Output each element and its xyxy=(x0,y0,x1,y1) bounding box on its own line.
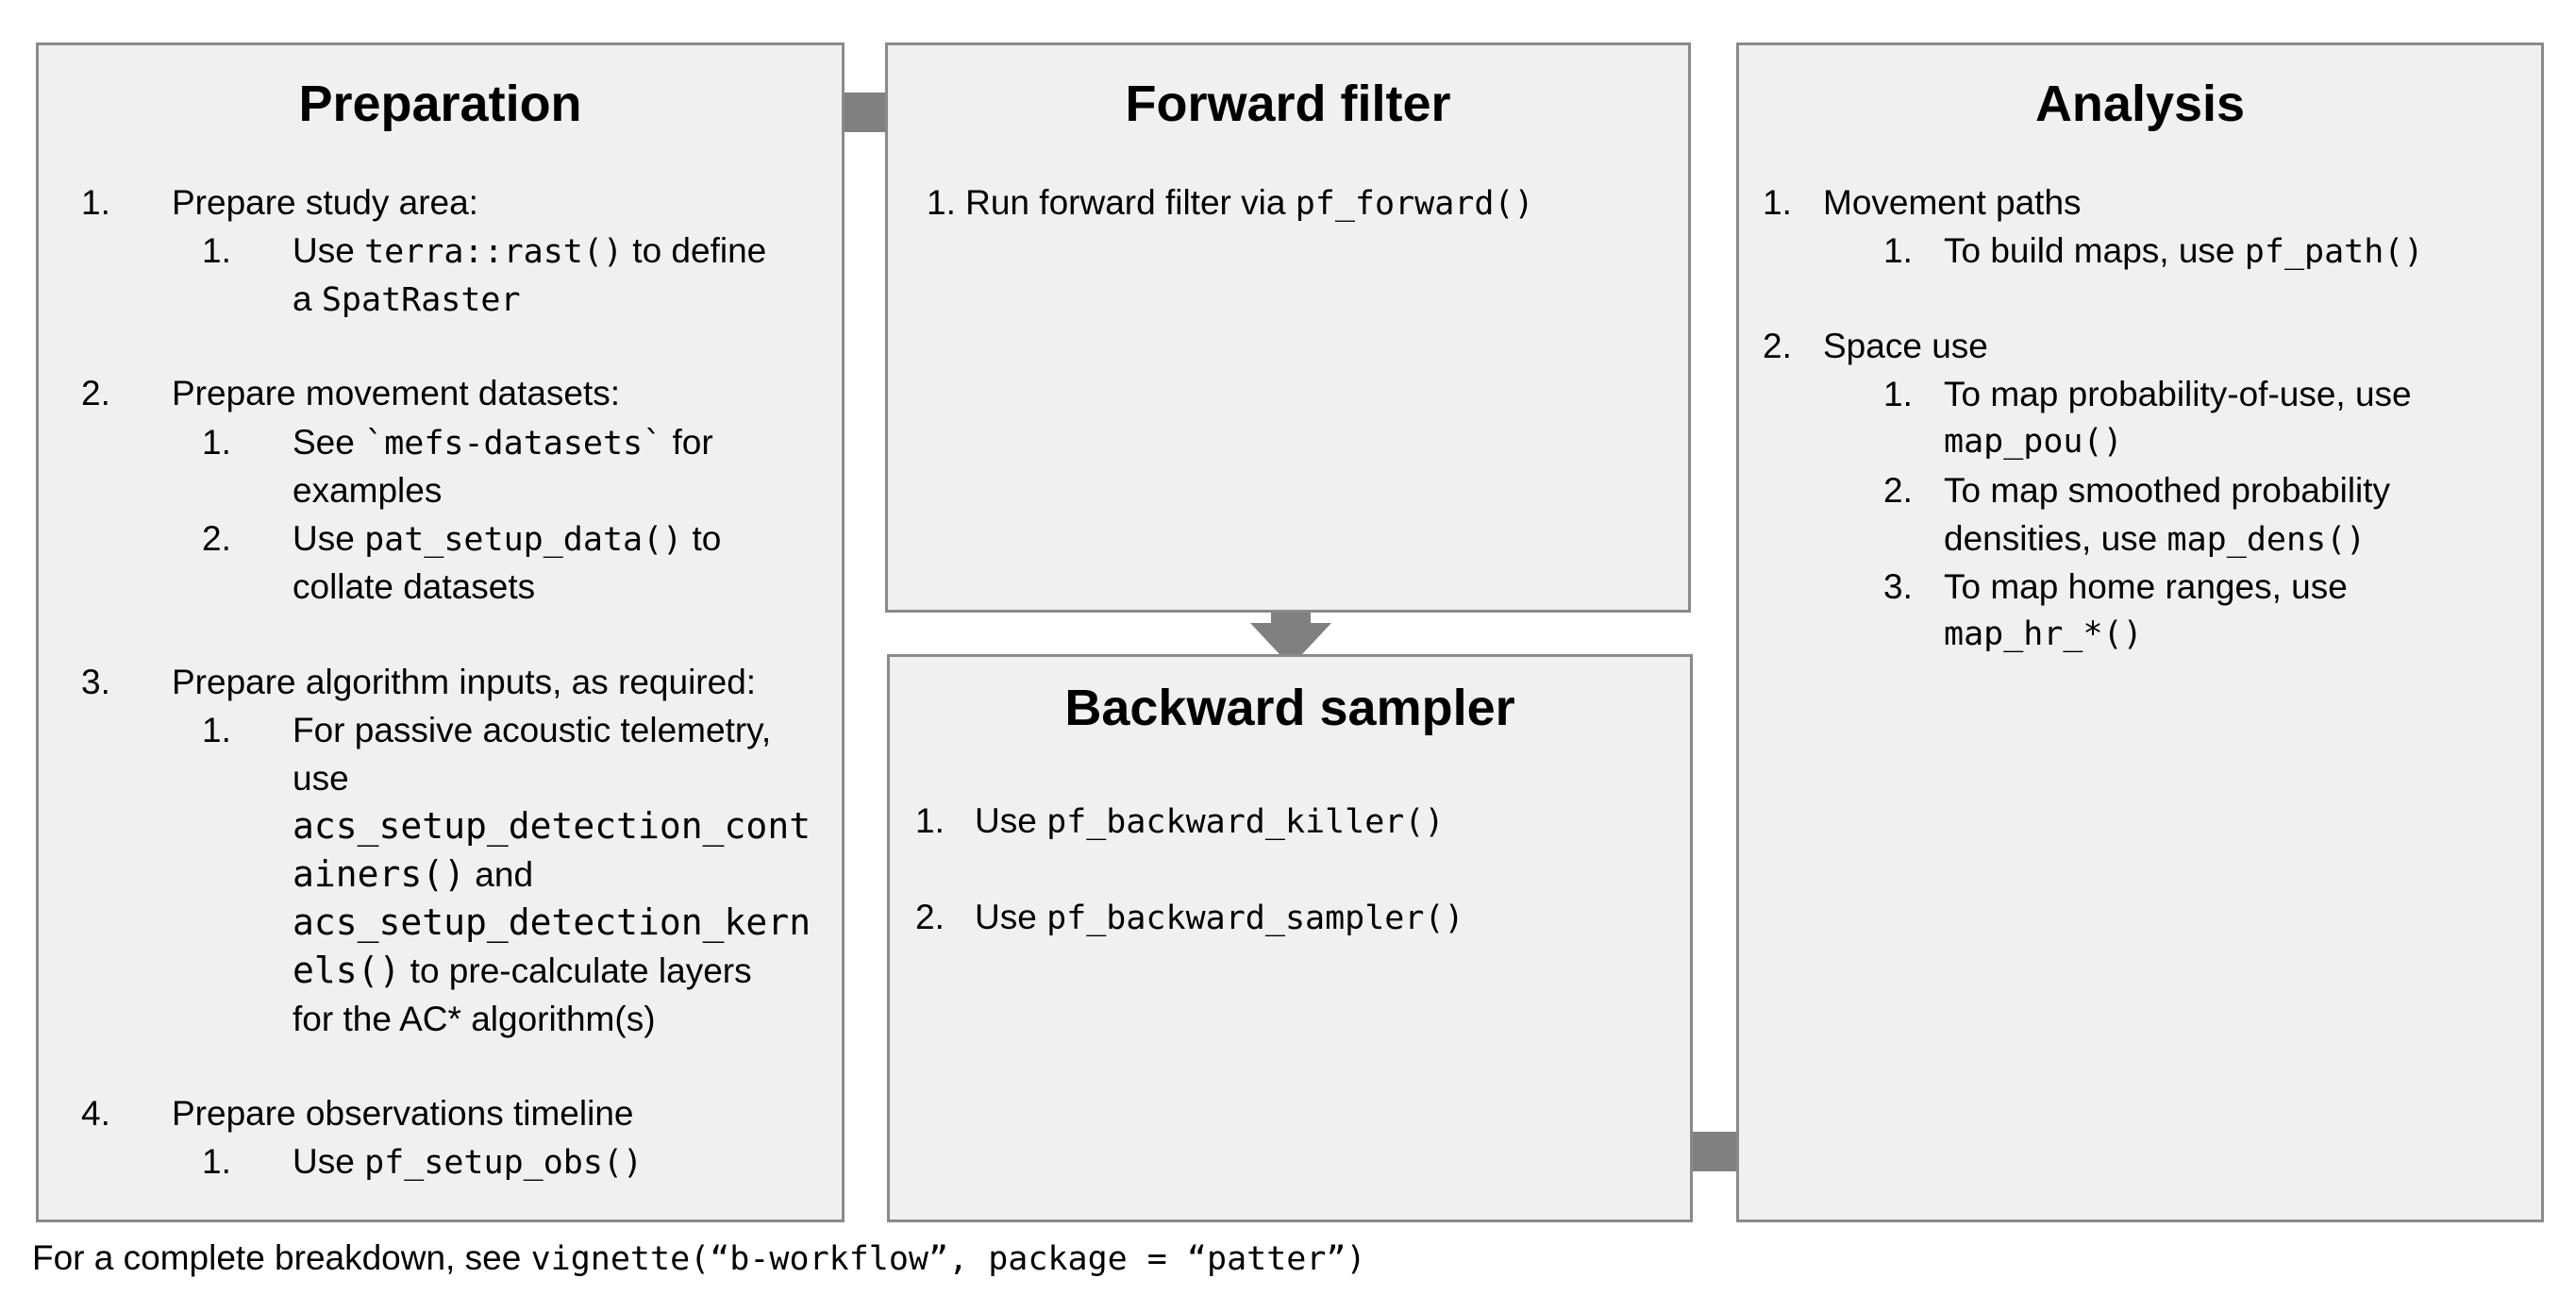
analysis-item2-num: 2. xyxy=(1763,327,1792,365)
prep-step4-sub-num: 1. xyxy=(202,1142,231,1181)
analysis-box: Analysis xyxy=(1736,42,2544,1222)
analysis-item1-sub: To build maps, use pf_path() xyxy=(1944,231,2424,271)
prep-step4-num: 4. xyxy=(81,1094,110,1133)
prep-step4-label: Prepare observations timeline xyxy=(172,1094,634,1133)
preparation-box: Preparation xyxy=(36,42,845,1222)
forward-filter-title: Forward filter xyxy=(1125,76,1451,132)
analysis-title: Analysis xyxy=(2034,76,2246,132)
preparation-title: Preparation xyxy=(298,76,582,132)
prep-step1-num: 1. xyxy=(81,183,110,222)
prep-step3-sub-num: 1. xyxy=(202,711,231,749)
prep-step2-label: Prepare movement datasets: xyxy=(172,374,621,412)
prep-step2-sub2-num: 2. xyxy=(202,519,231,558)
prep-step1-sub-line1: Use terra::rast() to define xyxy=(293,231,767,271)
backward-sampler-box: Backward sampler xyxy=(887,654,1693,1222)
prep-step2-num: 2. xyxy=(81,374,110,412)
analysis-item2-label: Space use xyxy=(1823,327,1988,365)
prep-step3-sub-line1: For passive acoustic telemetry, xyxy=(293,711,772,749)
analysis-item2-sub3-num: 3. xyxy=(1883,567,1913,606)
prep-step3-label: Prepare algorithm inputs, as required: xyxy=(172,663,757,701)
prep-step1-label: Prepare study area: xyxy=(172,183,478,222)
backward-item1: Use pf_backward_killer() xyxy=(975,801,1445,841)
backward-item2-num: 2. xyxy=(915,898,945,936)
analysis-item1-num: 1. xyxy=(1763,183,1792,222)
prep-step2-sub1-num: 1. xyxy=(202,423,231,462)
analysis-item2-sub1-num: 1. xyxy=(1883,375,1913,413)
analysis-item2-sub2-line1: To map smoothed probability xyxy=(1944,471,2391,510)
backward-item1-num: 1. xyxy=(915,801,945,840)
analysis-item2-sub2-num: 2. xyxy=(1883,471,1913,510)
prep-step2-sub1-line1: See `mefs-datasets` for xyxy=(293,423,713,463)
footer-note: For a complete breakdown, see vignette(“… xyxy=(32,1238,1366,1278)
analysis-item2-sub1-code: map_pou() xyxy=(1944,423,2123,461)
prep-step3-sub-line6: els() to pre-calculate layers xyxy=(293,950,752,991)
prep-step3-sub-code3: acs_setup_detection_kern xyxy=(293,901,811,943)
prep-step2-sub1-line2: examples xyxy=(293,471,443,510)
analysis-item2-sub3-line1: To map home ranges, use xyxy=(1944,567,2348,606)
prep-step3-sub-code1: acs_setup_detection_cont xyxy=(293,805,811,847)
prep-step3-sub-line2: use xyxy=(293,759,349,798)
analysis-item2-sub1-line1: To map probability-of-use, use xyxy=(1944,375,2412,413)
prep-step1-sub-num: 1. xyxy=(202,231,231,270)
analysis-item1-sub-num: 1. xyxy=(1883,231,1913,270)
prep-step3-num: 3. xyxy=(81,663,110,701)
prep-step4-sub-line1: Use pf_setup_obs() xyxy=(293,1142,644,1182)
prep-step3-sub-line7: for the AC* algorithm(s) xyxy=(293,1000,656,1038)
analysis-item1-label: Movement paths xyxy=(1823,183,2082,222)
backward-item2: Use pf_backward_sampler() xyxy=(975,898,1464,937)
forward-filter-item: 1. Run forward filter via pf_forward() xyxy=(927,183,1534,223)
prep-step2-sub2-line1: Use pat_setup_data() to xyxy=(293,519,722,559)
analysis-item2-sub3-code: map_hr_*() xyxy=(1944,615,2143,653)
backward-sampler-title: Backward sampler xyxy=(1064,680,1515,736)
prep-step3-sub-line4: ainers() and xyxy=(293,853,534,895)
forward-filter-box: Forward filter xyxy=(885,42,1691,613)
prep-step2-sub2-line2: collate datasets xyxy=(293,567,536,606)
analysis-item2-sub2-line2: densities, use map_dens() xyxy=(1944,519,2367,559)
prep-step1-sub-line2: a SpatRaster xyxy=(293,279,521,319)
